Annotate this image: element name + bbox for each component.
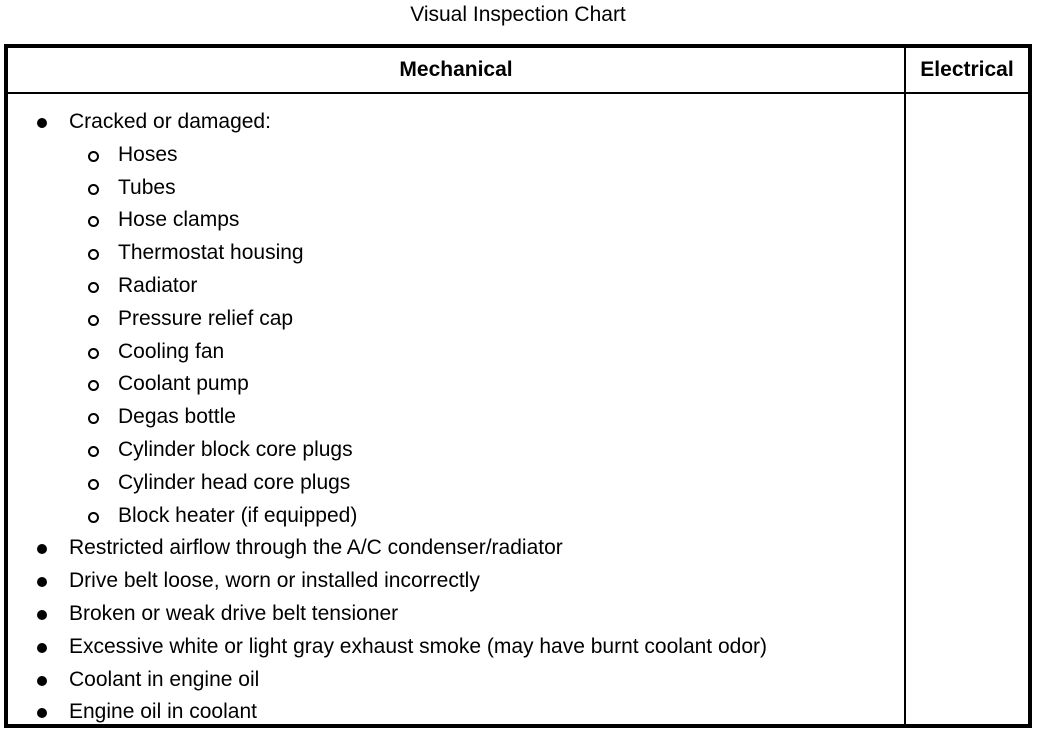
filled-disc-icon xyxy=(37,544,47,555)
list-item: Coolant in engine oil xyxy=(8,664,904,697)
list-item-label: Engine oil in coolant xyxy=(69,700,257,724)
list-item-label: Restricted airflow through the A/C conde… xyxy=(69,536,563,560)
list-item: Broken or weak drive belt tensioner xyxy=(8,598,904,631)
list-item: Hose clamps xyxy=(8,204,904,237)
electrical-column-body xyxy=(906,94,1028,724)
list-item-label: Excessive white or light gray exhaust sm… xyxy=(69,634,767,658)
column-header-mechanical: Mechanical xyxy=(399,58,513,81)
hollow-circle-icon xyxy=(88,380,99,392)
hollow-circle-icon xyxy=(88,183,99,195)
list-item-label: Radiator xyxy=(118,273,198,297)
list-item-label: Pressure relief cap xyxy=(118,306,294,330)
hollow-circle-icon xyxy=(88,445,99,457)
list-item: Drive belt loose, worn or installed inco… xyxy=(8,565,904,598)
list-item: Cylinder head core plugs xyxy=(8,467,904,500)
table-header-row: Mechanical Electrical xyxy=(8,48,1028,92)
list-item-label: Cylinder block core plugs xyxy=(118,437,353,461)
list-item-label: Coolant pump xyxy=(118,372,249,396)
hollow-circle-icon xyxy=(88,478,99,490)
filled-disc-icon xyxy=(37,577,47,588)
list-item: Hoses xyxy=(8,139,904,172)
list-item-label: Cracked or damaged: xyxy=(69,110,271,133)
column-divider xyxy=(904,48,906,724)
list-item: Pressure relief cap xyxy=(8,303,904,336)
list-item: Radiator xyxy=(8,270,904,303)
hollow-circle-icon xyxy=(88,249,99,261)
list-item: Tubes xyxy=(8,172,904,205)
inspection-table: Mechanical Electrical Cracked or damaged… xyxy=(4,44,1032,728)
list-item: Coolant pump xyxy=(8,368,904,401)
list-item-label: Cooling fan xyxy=(118,339,225,363)
filled-disc-icon xyxy=(37,609,47,620)
filled-disc-icon xyxy=(37,642,47,653)
hollow-circle-icon xyxy=(88,216,99,228)
list-item-label: Broken or weak drive belt tensioner xyxy=(69,601,399,625)
column-header-electrical: Electrical xyxy=(920,58,1014,81)
list-item: Cracked or damaged: xyxy=(8,106,904,139)
hollow-circle-icon xyxy=(88,413,99,425)
filled-disc-icon xyxy=(37,708,47,719)
page-title: Visual Inspection Chart xyxy=(410,3,626,26)
hollow-circle-icon xyxy=(88,150,99,162)
list-item: Excessive white or light gray exhaust sm… xyxy=(8,631,904,664)
list-item-label: Block heater (if equipped) xyxy=(118,503,358,527)
list-item-label: Thermostat housing xyxy=(118,241,304,265)
list-item: Cooling fan xyxy=(8,336,904,369)
hollow-circle-icon xyxy=(88,511,99,523)
hollow-circle-icon xyxy=(88,314,99,326)
list-item: Cylinder block core plugs xyxy=(8,434,904,467)
list-item-label: Coolant in engine oil xyxy=(69,667,260,691)
list-item: Thermostat housing xyxy=(8,237,904,270)
hollow-circle-icon xyxy=(88,281,99,293)
list-item-label: Degas bottle xyxy=(118,405,236,429)
list-item-label: Drive belt loose, worn or installed inco… xyxy=(69,569,480,593)
list-item-label: Hoses xyxy=(118,142,178,166)
filled-disc-icon xyxy=(37,118,47,128)
list-item-label: Tubes xyxy=(118,175,176,199)
list-item: Degas bottle xyxy=(8,401,904,434)
header-separator-rule xyxy=(8,92,1028,94)
filled-disc-icon xyxy=(37,675,47,686)
hollow-circle-icon xyxy=(88,347,99,359)
list-item-label: Hose clamps xyxy=(118,208,240,232)
list-item-label: Cylinder head core plugs xyxy=(118,470,351,494)
list-item: Block heater (if equipped) xyxy=(8,500,904,533)
list-item: Restricted airflow through the A/C conde… xyxy=(8,532,904,565)
list-item: Engine oil in coolant xyxy=(8,696,904,729)
